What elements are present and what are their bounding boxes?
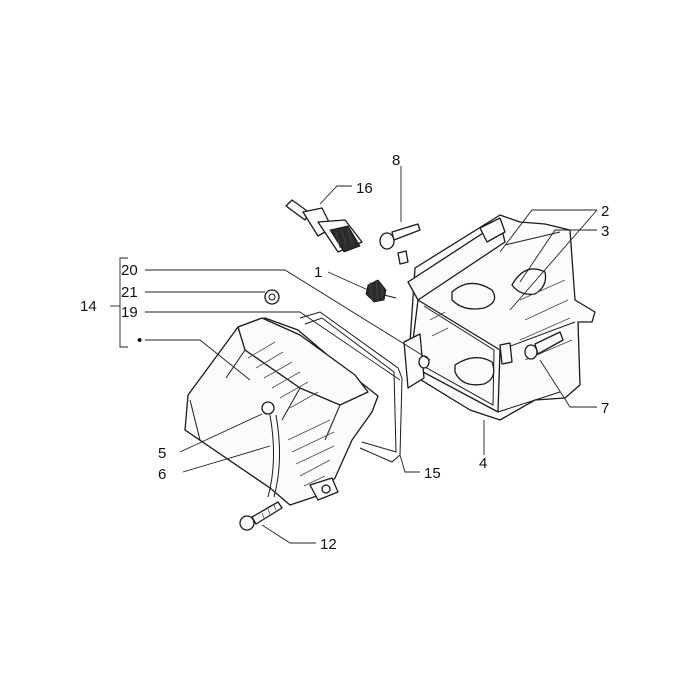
head-cover — [184, 317, 379, 506]
spark-plug — [285, 199, 363, 253]
leader-lines — [110, 166, 598, 544]
callout-2: 2 — [601, 203, 609, 220]
callout-7: 7 — [601, 400, 609, 417]
callout-20: 20 — [121, 262, 138, 279]
cover-gasket — [299, 311, 403, 463]
callout-8: 8 — [392, 152, 400, 169]
callout-19: 19 — [121, 304, 138, 321]
fasteners — [239, 223, 564, 531]
bracket-marker: • — [137, 332, 142, 349]
temperature-sensor — [365, 279, 397, 303]
callout-labels: 8 16 2 3 1 20 21 19 14 • 5 6 7 4 15 12 — [80, 152, 609, 553]
callout-3: 3 — [601, 223, 609, 240]
callout-6: 6 — [158, 466, 166, 483]
callout-14: 14 — [80, 298, 97, 315]
callout-15: 15 — [424, 465, 441, 482]
callout-1: 1 — [314, 264, 322, 281]
breather-tube — [267, 414, 281, 498]
callout-16: 16 — [356, 180, 373, 197]
callout-4: 4 — [479, 455, 487, 472]
callout-12: 12 — [320, 536, 337, 553]
callout-21: 21 — [121, 284, 138, 301]
callout-5: 5 — [158, 445, 166, 462]
